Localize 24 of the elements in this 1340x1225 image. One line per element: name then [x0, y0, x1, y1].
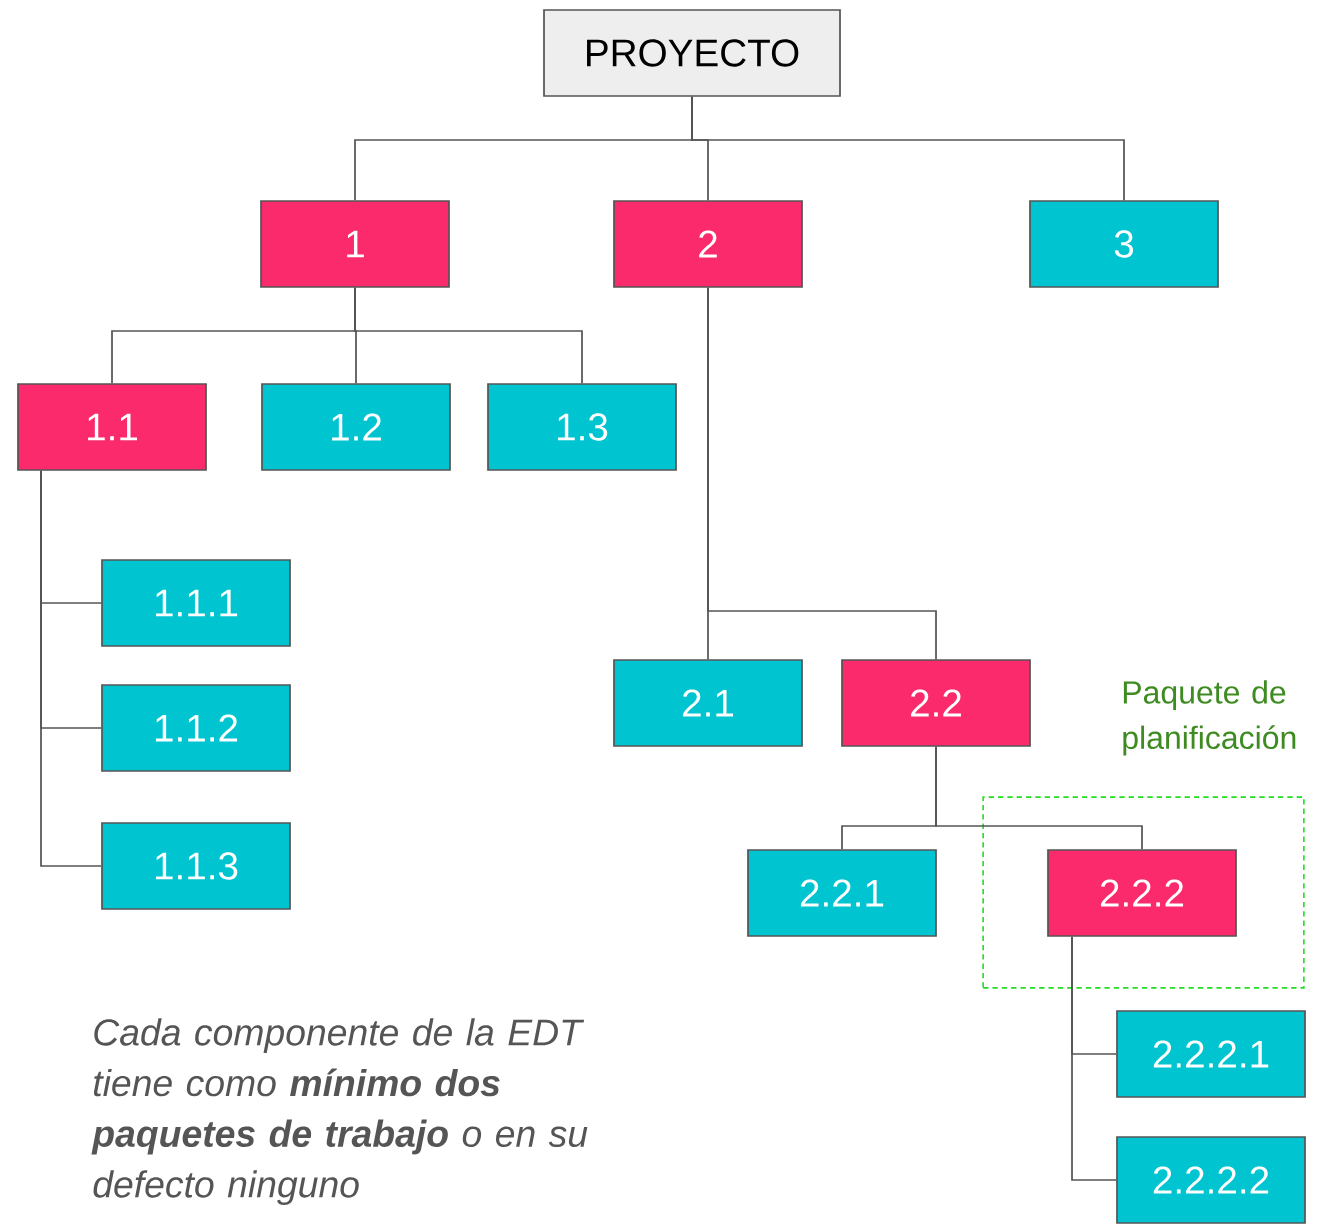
wbs-box: 2.2.2.2 [1116, 1136, 1306, 1224]
wbs-box: 1.1.1 [101, 559, 291, 647]
wbs-box: 2.1 [613, 659, 803, 747]
wbs-box: 1.2 [261, 383, 451, 471]
wbs-box: 1 [260, 200, 450, 288]
wbs-box: 2.2 [841, 659, 1031, 747]
wbs-box: 1.3 [487, 383, 677, 471]
connector-line [1071, 936, 1117, 1181]
group-heading: Paquete de planificación [1123, 680, 1296, 756]
connector-line [354, 287, 583, 384]
wbs-box: 1.1.3 [101, 822, 291, 910]
note-text: Cada componente de la EDT tiene como mínimo dos paquetes de trabajo o en su defecto ninguno [91, 1018, 588, 1206]
wbs-box: 1.1.2 [101, 684, 291, 772]
wbs-box: 2.2.1 [747, 849, 937, 937]
wbs-box: 1.1 [17, 383, 207, 471]
wbs-box: PROYECTO [543, 9, 841, 97]
wbs-box: 2 [613, 200, 803, 288]
wbs-box: 2.2.2.1 [1116, 1010, 1306, 1098]
connector-line [691, 96, 1125, 201]
wbs-box: 3 [1029, 200, 1219, 288]
wbs-box: 2.2.2 [1047, 849, 1237, 937]
connector-line [707, 287, 937, 660]
connector-line [40, 470, 102, 867]
connector-line [935, 746, 1143, 850]
